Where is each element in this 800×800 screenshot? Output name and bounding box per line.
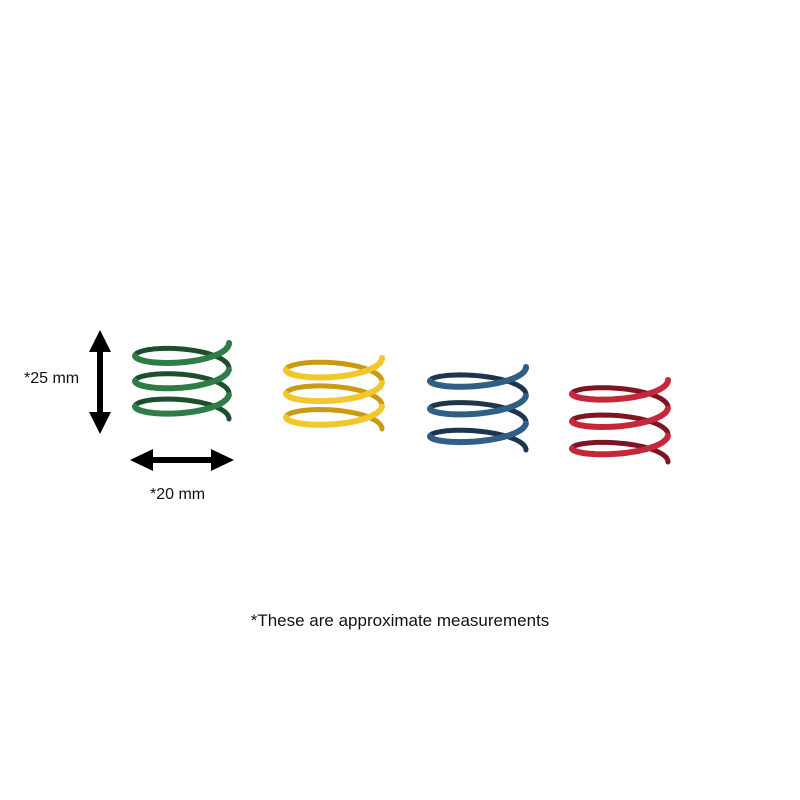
yellow-spring	[283, 355, 385, 432]
red-spring-back-coils	[569, 385, 671, 465]
height-measurement-label: *25 mm	[24, 370, 80, 387]
red-spring	[569, 377, 671, 465]
blue-spring	[427, 364, 529, 453]
green-spring	[132, 340, 232, 422]
yellow-spring-back-coils	[283, 359, 385, 432]
height-arrow	[89, 330, 111, 434]
blue-spring-back-coils	[427, 372, 529, 453]
width-arrow	[130, 449, 234, 471]
red-spring-front-coils	[569, 377, 671, 458]
width-measurement-label: *20 mm	[150, 486, 206, 503]
approximate-measurements-note: *These are approximate measurements	[250, 611, 550, 630]
green-spring-back-coils	[132, 345, 232, 422]
yellow-spring-front-coils	[283, 355, 385, 428]
blue-spring-front-coils	[427, 364, 529, 446]
green-spring-front-coils	[132, 340, 232, 417]
